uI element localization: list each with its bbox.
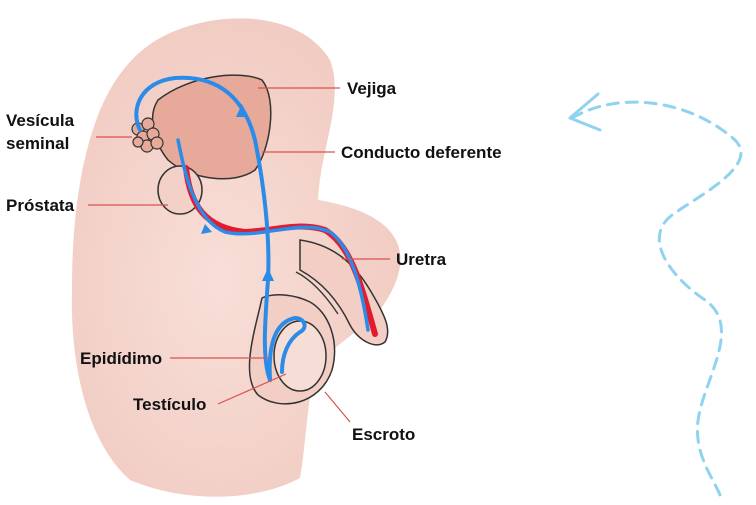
label-vesicula-line1: Vesícula <box>6 111 75 130</box>
dashed-arrow-path <box>572 102 741 495</box>
label-uretra: Uretra <box>396 250 447 269</box>
label-vesicula-line2: seminal <box>6 134 69 153</box>
label-testiculo: Testículo <box>133 395 206 414</box>
label-vejiga: Vejiga <box>347 79 397 98</box>
label-prostata: Próstata <box>6 196 75 215</box>
label-escroto: Escroto <box>352 425 415 444</box>
dashed-arrow-head-icon <box>570 94 600 130</box>
label-conducto-deferente: Conducto deferente <box>341 143 502 162</box>
label-epididimo: Epidídimo <box>80 349 162 368</box>
